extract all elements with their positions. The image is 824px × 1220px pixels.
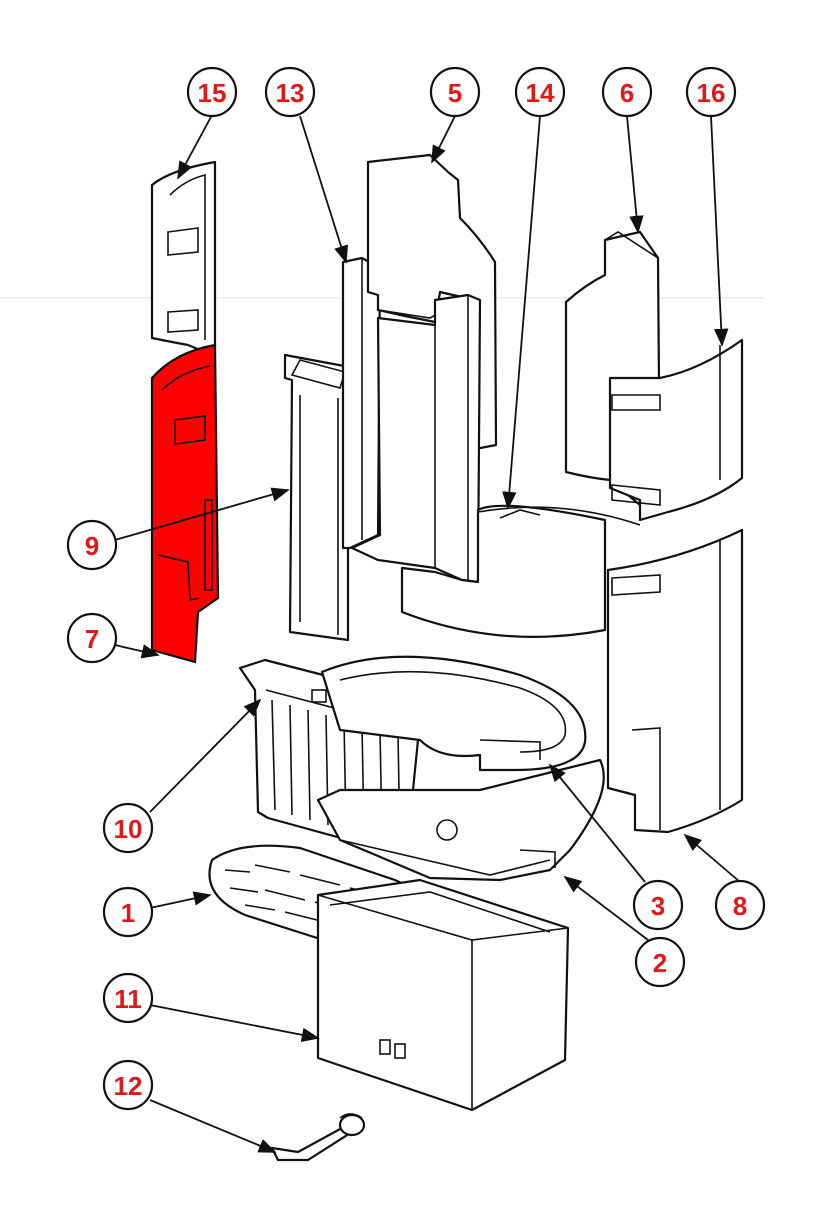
part-11-ash-drawer[interactable]	[316, 878, 570, 1112]
label-text-1: 1	[121, 898, 135, 928]
part-12-handle[interactable]	[270, 1113, 366, 1162]
label-text-6: 6	[620, 78, 634, 108]
highlight-fill	[150, 343, 220, 664]
part-16-right-upper-liner[interactable]	[608, 338, 744, 522]
label-badge-3[interactable]: 3	[632, 879, 684, 931]
label-badge-13[interactable]: 13	[264, 66, 316, 118]
label-badge-6[interactable]: 6	[601, 66, 653, 118]
label-text-8: 8	[733, 891, 747, 921]
part-number-badges: 15 13 5 14 6 16 9 7 10 1 3 8 2 11 12	[66, 66, 766, 1111]
label-badge-5[interactable]: 5	[429, 66, 481, 118]
label-text-7: 7	[85, 624, 99, 654]
label-text-10: 10	[114, 814, 143, 844]
part-14-rear-arc-liner[interactable]	[400, 504, 641, 638]
label-text-2: 2	[653, 948, 667, 978]
label-badge-1[interactable]: 1	[102, 886, 154, 938]
part-7-lower-left-liner-highlighted[interactable]	[150, 343, 220, 664]
part-15-upper-left-liner[interactable]	[150, 160, 217, 354]
label-text-9: 9	[85, 531, 99, 561]
label-text-12: 12	[114, 1071, 143, 1101]
part-3-grate-ring[interactable]	[320, 655, 587, 772]
label-badge-14[interactable]: 14	[514, 66, 566, 118]
label-badge-2[interactable]: 2	[634, 936, 686, 988]
leader-lines	[114, 114, 741, 1153]
label-badge-12[interactable]: 12	[102, 1059, 154, 1111]
part-2-base-frame[interactable]	[316, 758, 605, 882]
label-badge-7[interactable]: 7	[66, 612, 118, 664]
label-text-5: 5	[448, 78, 462, 108]
label-text-15: 15	[198, 78, 227, 108]
label-badge-9[interactable]: 9	[66, 519, 118, 571]
part-8-right-lower-liner[interactable]	[606, 528, 744, 834]
label-text-14: 14	[526, 78, 555, 108]
label-text-11: 11	[114, 984, 142, 1014]
label-text-13: 13	[276, 78, 305, 108]
part-9-vertical-plate[interactable]	[283, 353, 357, 642]
label-badge-8[interactable]: 8	[714, 879, 766, 931]
label-badge-10[interactable]: 10	[102, 802, 154, 854]
label-text-16: 16	[697, 78, 726, 108]
part-5-front-block[interactable]	[350, 293, 482, 584]
label-text-3: 3	[651, 891, 665, 921]
label-badge-11[interactable]: 11	[102, 972, 154, 1024]
part-13-left-brick[interactable]	[341, 256, 382, 550]
label-badge-15[interactable]: 15	[186, 66, 238, 118]
label-badge-16[interactable]: 16	[685, 66, 737, 118]
